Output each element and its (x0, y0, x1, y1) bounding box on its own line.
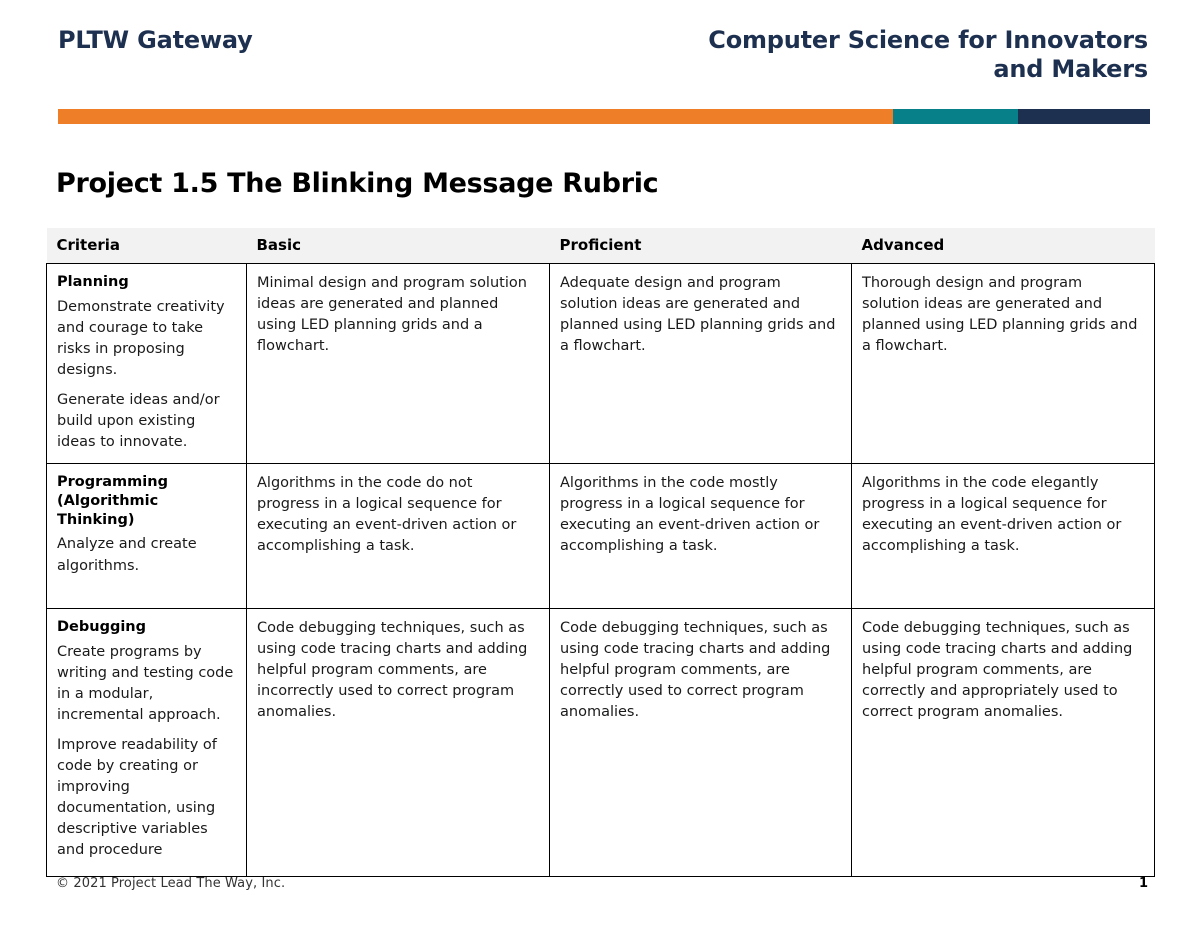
proficient-cell-planning: Adequate design and program solution ide… (549, 263, 852, 464)
table-row: Planning Demonstrate creativity and cour… (46, 263, 1155, 464)
criteria-name: Debugging (57, 618, 147, 635)
accent-segment-orange (58, 109, 893, 124)
advanced-cell-programming: Algorithms in the code elegantly progres… (851, 462, 1155, 609)
proficient-cell-programming: Algorithms in the code mostly progress i… (549, 462, 852, 609)
criteria-description-1: Analyze and create algorithms. (57, 536, 197, 574)
column-header-advanced: Advanced (851, 228, 1155, 264)
proficient-cell-debugging: Code debugging techniques, such as using… (549, 607, 852, 877)
table-row: Programming (Algorithmic Thinking) Analy… (46, 462, 1155, 609)
accent-bar (58, 109, 1150, 124)
basic-cell-planning: Minimal design and program solution idea… (246, 263, 550, 464)
column-header-basic: Basic (246, 228, 550, 264)
advanced-cell-debugging: Code debugging techniques, such as using… (851, 607, 1155, 877)
brand-title: PLTW Gateway (58, 26, 253, 54)
table-body: Planning Demonstrate creativity and cour… (46, 263, 1155, 877)
rubric-table: Criteria Basic Proficient Advanced Plann… (46, 228, 1155, 877)
table-row: Debugging Create programs by writing and… (46, 607, 1155, 877)
accent-segment-teal (893, 109, 1018, 124)
criteria-name: Planning (57, 274, 129, 290)
criteria-cell-debugging: Debugging Create programs by writing and… (46, 607, 247, 877)
criteria-description-2: Improve readability of code by creating … (57, 736, 217, 858)
table-header: Criteria Basic Proficient Advanced (46, 228, 1155, 264)
advanced-cell-planning: Thorough design and program solution ide… (851, 263, 1155, 464)
criteria-cell-planning: Planning Demonstrate creativity and cour… (46, 263, 247, 464)
accent-segment-navy (1018, 109, 1150, 124)
document-header: PLTW Gateway Computer Science for Innova… (0, 0, 1200, 105)
copyright-notice: © 2021 Project Lead The Way, Inc. (56, 876, 286, 891)
rubric-table-container: Criteria Basic Proficient Advanced Plann… (46, 228, 1155, 877)
criteria-description-1: Demonstrate creativity and courage to ta… (57, 298, 225, 378)
document-footer: © 2021 Project Lead The Way, Inc. 1 (56, 876, 1148, 891)
basic-cell-programming: Algorithms in the code do not progress i… (246, 462, 550, 609)
criteria-description-1: Create programs by writing and testing c… (57, 643, 234, 723)
course-title: Computer Science for Innovators and Make… (708, 26, 1148, 83)
basic-cell-debugging: Code debugging techniques, such as using… (246, 607, 550, 877)
criteria-description-2: Generate ideas and/or build upon existin… (57, 391, 220, 450)
page-title: Project 1.5 The Blinking Message Rubric (56, 168, 659, 200)
column-header-criteria: Criteria (46, 228, 247, 264)
criteria-name: Programming (Algorithmic Thinking) (57, 473, 168, 528)
criteria-cell-programming: Programming (Algorithmic Thinking) Analy… (46, 462, 247, 609)
column-header-proficient: Proficient (549, 228, 852, 264)
table-header-row: Criteria Basic Proficient Advanced (46, 228, 1155, 264)
page-number: 1 (1138, 876, 1148, 891)
